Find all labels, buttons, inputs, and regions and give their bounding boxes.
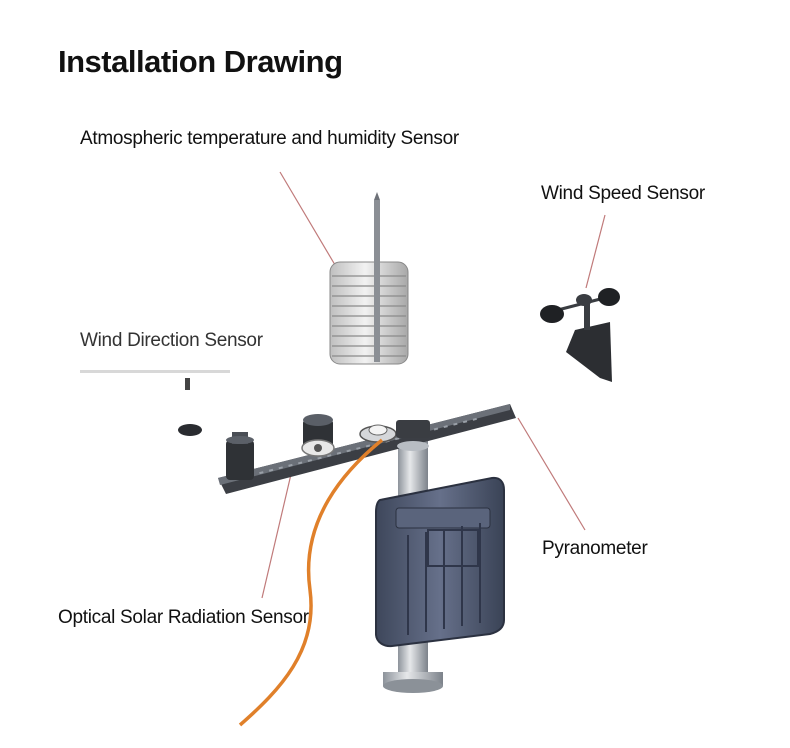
leader-lines: [261, 171, 606, 599]
pole-clamp: [396, 420, 430, 451]
pyranometer: [359, 424, 397, 443]
sensor-cable: [238, 438, 384, 727]
data-logger-enclosure: [375, 476, 505, 648]
temperature-leader-line: [279, 171, 339, 271]
page-title: Installation Drawing: [58, 44, 343, 79]
wind-direction-sensor-label: Wind Direction Sensor: [80, 330, 263, 351]
wind-speed-leader-line: [585, 214, 606, 289]
optical-solar-radiation-sensor-label: Optical Solar Radiation Sensor: [58, 607, 309, 628]
pyranometer-leader-line: [517, 417, 586, 531]
optical-solar-radiation-sensor: [301, 414, 335, 457]
wind-speed-sensor: [540, 288, 620, 382]
wind-speed-sensor-label: Wind Speed Sensor: [541, 183, 705, 204]
crossarm: [218, 404, 516, 494]
temperature-humidity-sensor: [329, 192, 409, 365]
temperature-humidity-sensor-label: Atmospheric temperature and humidity Sen…: [80, 128, 459, 149]
wind-direction-sensor: [80, 370, 254, 480]
pyranometer-label: Pyranometer: [542, 538, 648, 559]
optical-solar-leader-line: [261, 469, 293, 599]
